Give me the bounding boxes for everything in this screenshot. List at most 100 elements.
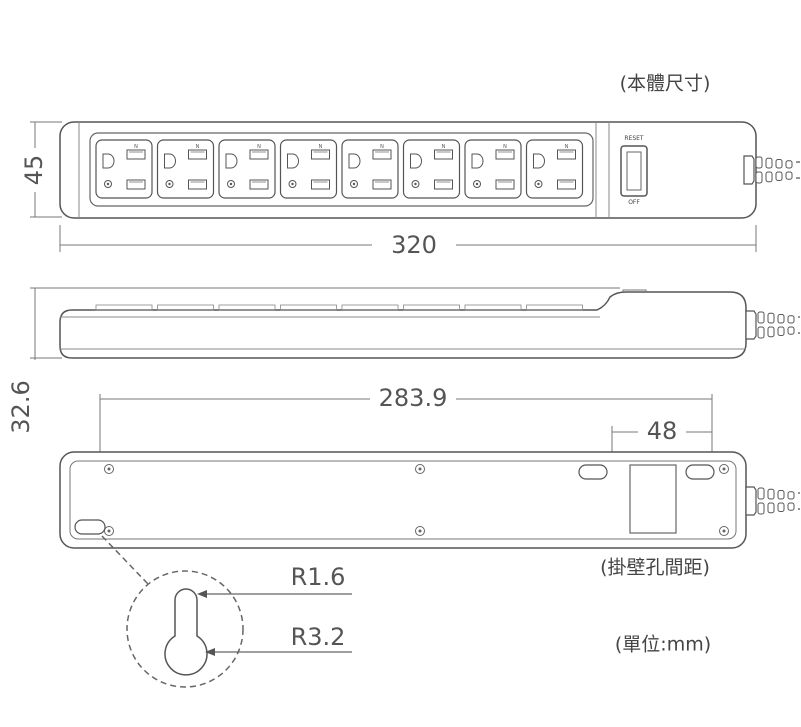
cord-rib xyxy=(777,314,785,324)
detail-circle xyxy=(126,570,244,688)
indicator-dot xyxy=(414,182,417,186)
unit-note: (單位:mm) xyxy=(615,634,711,656)
side-view xyxy=(30,287,800,360)
side-segment xyxy=(526,304,583,311)
outlet-slot-upper xyxy=(495,149,515,160)
switch-off-label: OFF xyxy=(628,199,640,206)
indicator-dot xyxy=(537,182,540,186)
cord-rib xyxy=(767,326,775,338)
ground-hole xyxy=(287,153,299,169)
outlet-slot-lower xyxy=(372,179,392,190)
cord-rib xyxy=(757,326,765,339)
side-outlet-segments xyxy=(95,304,583,311)
cord-rib xyxy=(775,159,783,169)
cord-line xyxy=(798,492,800,510)
outlet: N xyxy=(464,139,522,199)
side-segment xyxy=(218,304,276,311)
indicator-dot xyxy=(352,182,356,186)
bottom-inner-outline xyxy=(69,460,737,540)
indicator-light xyxy=(473,180,481,188)
cord-rib xyxy=(787,326,795,335)
cord-rib xyxy=(755,171,763,184)
screw xyxy=(719,526,729,536)
cord-rib xyxy=(757,311,765,324)
ground-hole xyxy=(225,153,238,169)
indicator-light xyxy=(350,180,358,188)
keyhole-detail: R1.6 R3.2 xyxy=(101,535,352,688)
side-segment xyxy=(341,304,399,311)
detail-leader xyxy=(101,535,149,585)
height-label: 45 xyxy=(20,155,48,186)
r-large-label: R3.2 xyxy=(291,623,346,651)
cord-rib xyxy=(785,160,793,169)
outlet-slot-lower xyxy=(434,179,453,190)
cord-rib xyxy=(765,171,773,183)
outlet-slot-lower xyxy=(557,179,576,190)
indicator-light xyxy=(411,180,420,188)
outlet: N xyxy=(218,139,276,199)
outlet-slot-upper xyxy=(557,149,576,160)
reset-switch xyxy=(620,145,648,197)
cord-rib xyxy=(767,312,775,324)
indicator-light xyxy=(534,180,543,188)
ground-hole xyxy=(471,153,484,169)
ground-hole xyxy=(410,153,422,169)
hole-spacing-note: (掛壁孔間距) xyxy=(600,557,710,579)
keyhole-shape xyxy=(164,588,208,676)
switch-reset-label: RESET xyxy=(624,135,644,142)
outlet: N xyxy=(156,139,215,199)
cord-rib xyxy=(777,490,785,500)
outlet-slot-upper xyxy=(188,149,207,160)
cord-rib xyxy=(787,315,795,324)
cord-base xyxy=(745,310,757,340)
depth-label: 32.6 xyxy=(7,380,35,433)
width-label: 320 xyxy=(391,231,437,259)
outlet-mark: N xyxy=(565,144,569,150)
r-small-arrow xyxy=(197,590,207,598)
strip-body-side xyxy=(59,291,747,359)
r-large-arrow xyxy=(205,648,215,656)
outlet-slot-lower xyxy=(495,179,515,190)
cord-strain-relief-side xyxy=(745,310,800,340)
outlet: N xyxy=(279,139,338,199)
outlet-slot-upper xyxy=(249,149,269,160)
outlet-panel xyxy=(89,132,594,207)
indicator-dot xyxy=(168,182,171,186)
bottom-view: 283.9 48 xyxy=(59,384,800,549)
keyhole-slot-left xyxy=(74,519,106,535)
outlet-mark: N xyxy=(380,144,384,150)
cord-rib xyxy=(787,491,795,500)
indicator-light xyxy=(288,180,297,188)
outlet-slot-upper xyxy=(372,149,392,160)
indicator-dot xyxy=(475,182,479,186)
screw xyxy=(104,464,114,474)
indicator-dot xyxy=(229,182,233,186)
outlet-mark: N xyxy=(257,144,261,150)
cord-rib xyxy=(777,502,785,512)
outlet-slot-lower xyxy=(249,179,269,190)
keyhole-slot-middle xyxy=(578,464,608,480)
cord-rib xyxy=(775,171,783,181)
outlet-slot-lower xyxy=(311,179,330,190)
screw xyxy=(415,526,425,536)
screw xyxy=(719,464,729,474)
switch-bump xyxy=(622,289,647,292)
cord-rib xyxy=(767,488,775,500)
cord-strain-relief-bottom xyxy=(745,486,800,516)
cord-rib xyxy=(767,502,775,514)
screw xyxy=(415,464,425,474)
cord-rib xyxy=(787,502,795,511)
cord-rib xyxy=(757,487,765,500)
ground-hole xyxy=(348,153,361,169)
ground-hole xyxy=(102,153,115,169)
ground-hole xyxy=(533,153,545,169)
cord-rib xyxy=(755,156,763,169)
cord-base xyxy=(745,486,757,516)
indicator-light xyxy=(165,180,174,188)
screw xyxy=(104,526,114,536)
cord-strain-relief-top xyxy=(743,155,800,185)
cord-base xyxy=(743,155,755,185)
side-segment xyxy=(95,304,153,311)
side-segment xyxy=(157,304,214,311)
